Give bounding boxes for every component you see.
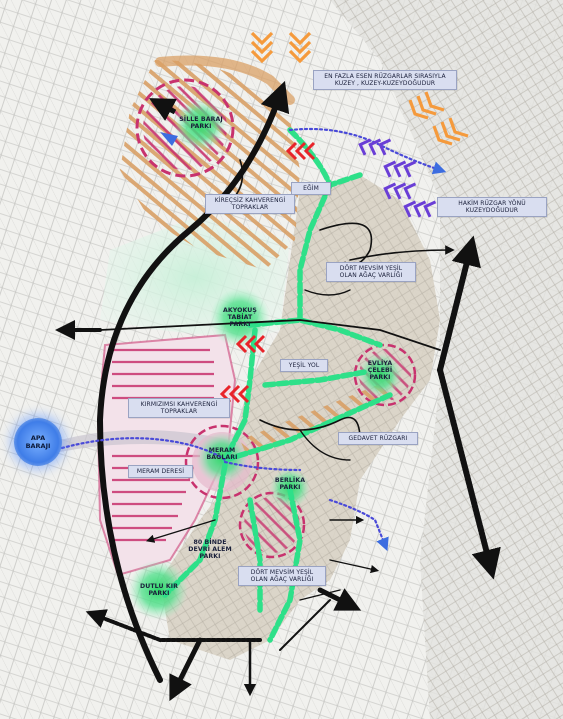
dense-city-east-grid <box>330 0 563 719</box>
dominant-wind-chevrons <box>358 138 437 218</box>
evliya-dashed-ring <box>353 343 417 407</box>
green-way-label: YEŞİL YOL <box>280 359 328 372</box>
dutlu-park-label: DUTLU KIR PARKI <box>139 583 179 597</box>
berlika-park-label: BERLİKA PARKI <box>274 477 306 491</box>
apa-dam-marker: APA BARAJI <box>14 418 62 466</box>
devri-alem-park-label: 80 BİNDE DEVRİ ALEM PARKI <box>188 539 232 560</box>
gedavet-wind-band <box>240 380 396 454</box>
wind-main-label: EN FAZLA ESEN RÜZGARLAR SIRASIYLA KUZEY … <box>313 70 457 90</box>
meram-dashed-ring <box>184 424 260 500</box>
slope-label: EĞİM <box>291 182 331 195</box>
gedavet-wind-label: GEDAVET RÜZGARI <box>338 432 418 445</box>
sille-arrow-west <box>148 98 177 121</box>
brown-soil-edge <box>155 55 295 105</box>
evergreen-trees-label-south: DÖRT MEVSİM YEŞİL OLAN AĞAÇ VARLIĞI <box>238 566 326 586</box>
wind-dominant-label: HAKİM RÜZGAR YÖNÜ KUZEYDOĞUDUR <box>437 197 547 217</box>
meram-stream-label: MERAM DERESİ <box>128 465 193 478</box>
evliya-park-glow <box>358 353 402 397</box>
sille-park-label: SİLLE BARAJ PARKI <box>179 116 223 130</box>
northeast-wind-chevrons <box>408 91 469 146</box>
evliya-celebi-park-label: EVLİYA ÇELEBİ PARKI <box>367 360 393 381</box>
sille-dam-water <box>160 132 178 146</box>
slope-chevrons <box>219 141 316 404</box>
sille-dashed-ring <box>135 78 235 178</box>
north-wind-chevrons <box>250 31 312 64</box>
evergreen-trees-label-north: DÖRT MEVSİM YEŞİL OLAN AĞAÇ VARLIĞI <box>326 262 416 282</box>
lime-free-soil-label: KİREÇSİZ KAHVERENGİ TOPRAKLAR <box>205 194 295 214</box>
meram-vineyards-label: MERAM BAĞLARI <box>206 447 238 461</box>
sille-park-glow <box>174 99 226 151</box>
red-brown-soil-label: KIRMIZIMSI KAHVERENGİ TOPRAKLAR <box>128 398 230 418</box>
dutlu-park-glow <box>128 560 188 620</box>
akyokus-park-label: AKYOKUŞ TABİAT PARKI <box>223 307 257 328</box>
